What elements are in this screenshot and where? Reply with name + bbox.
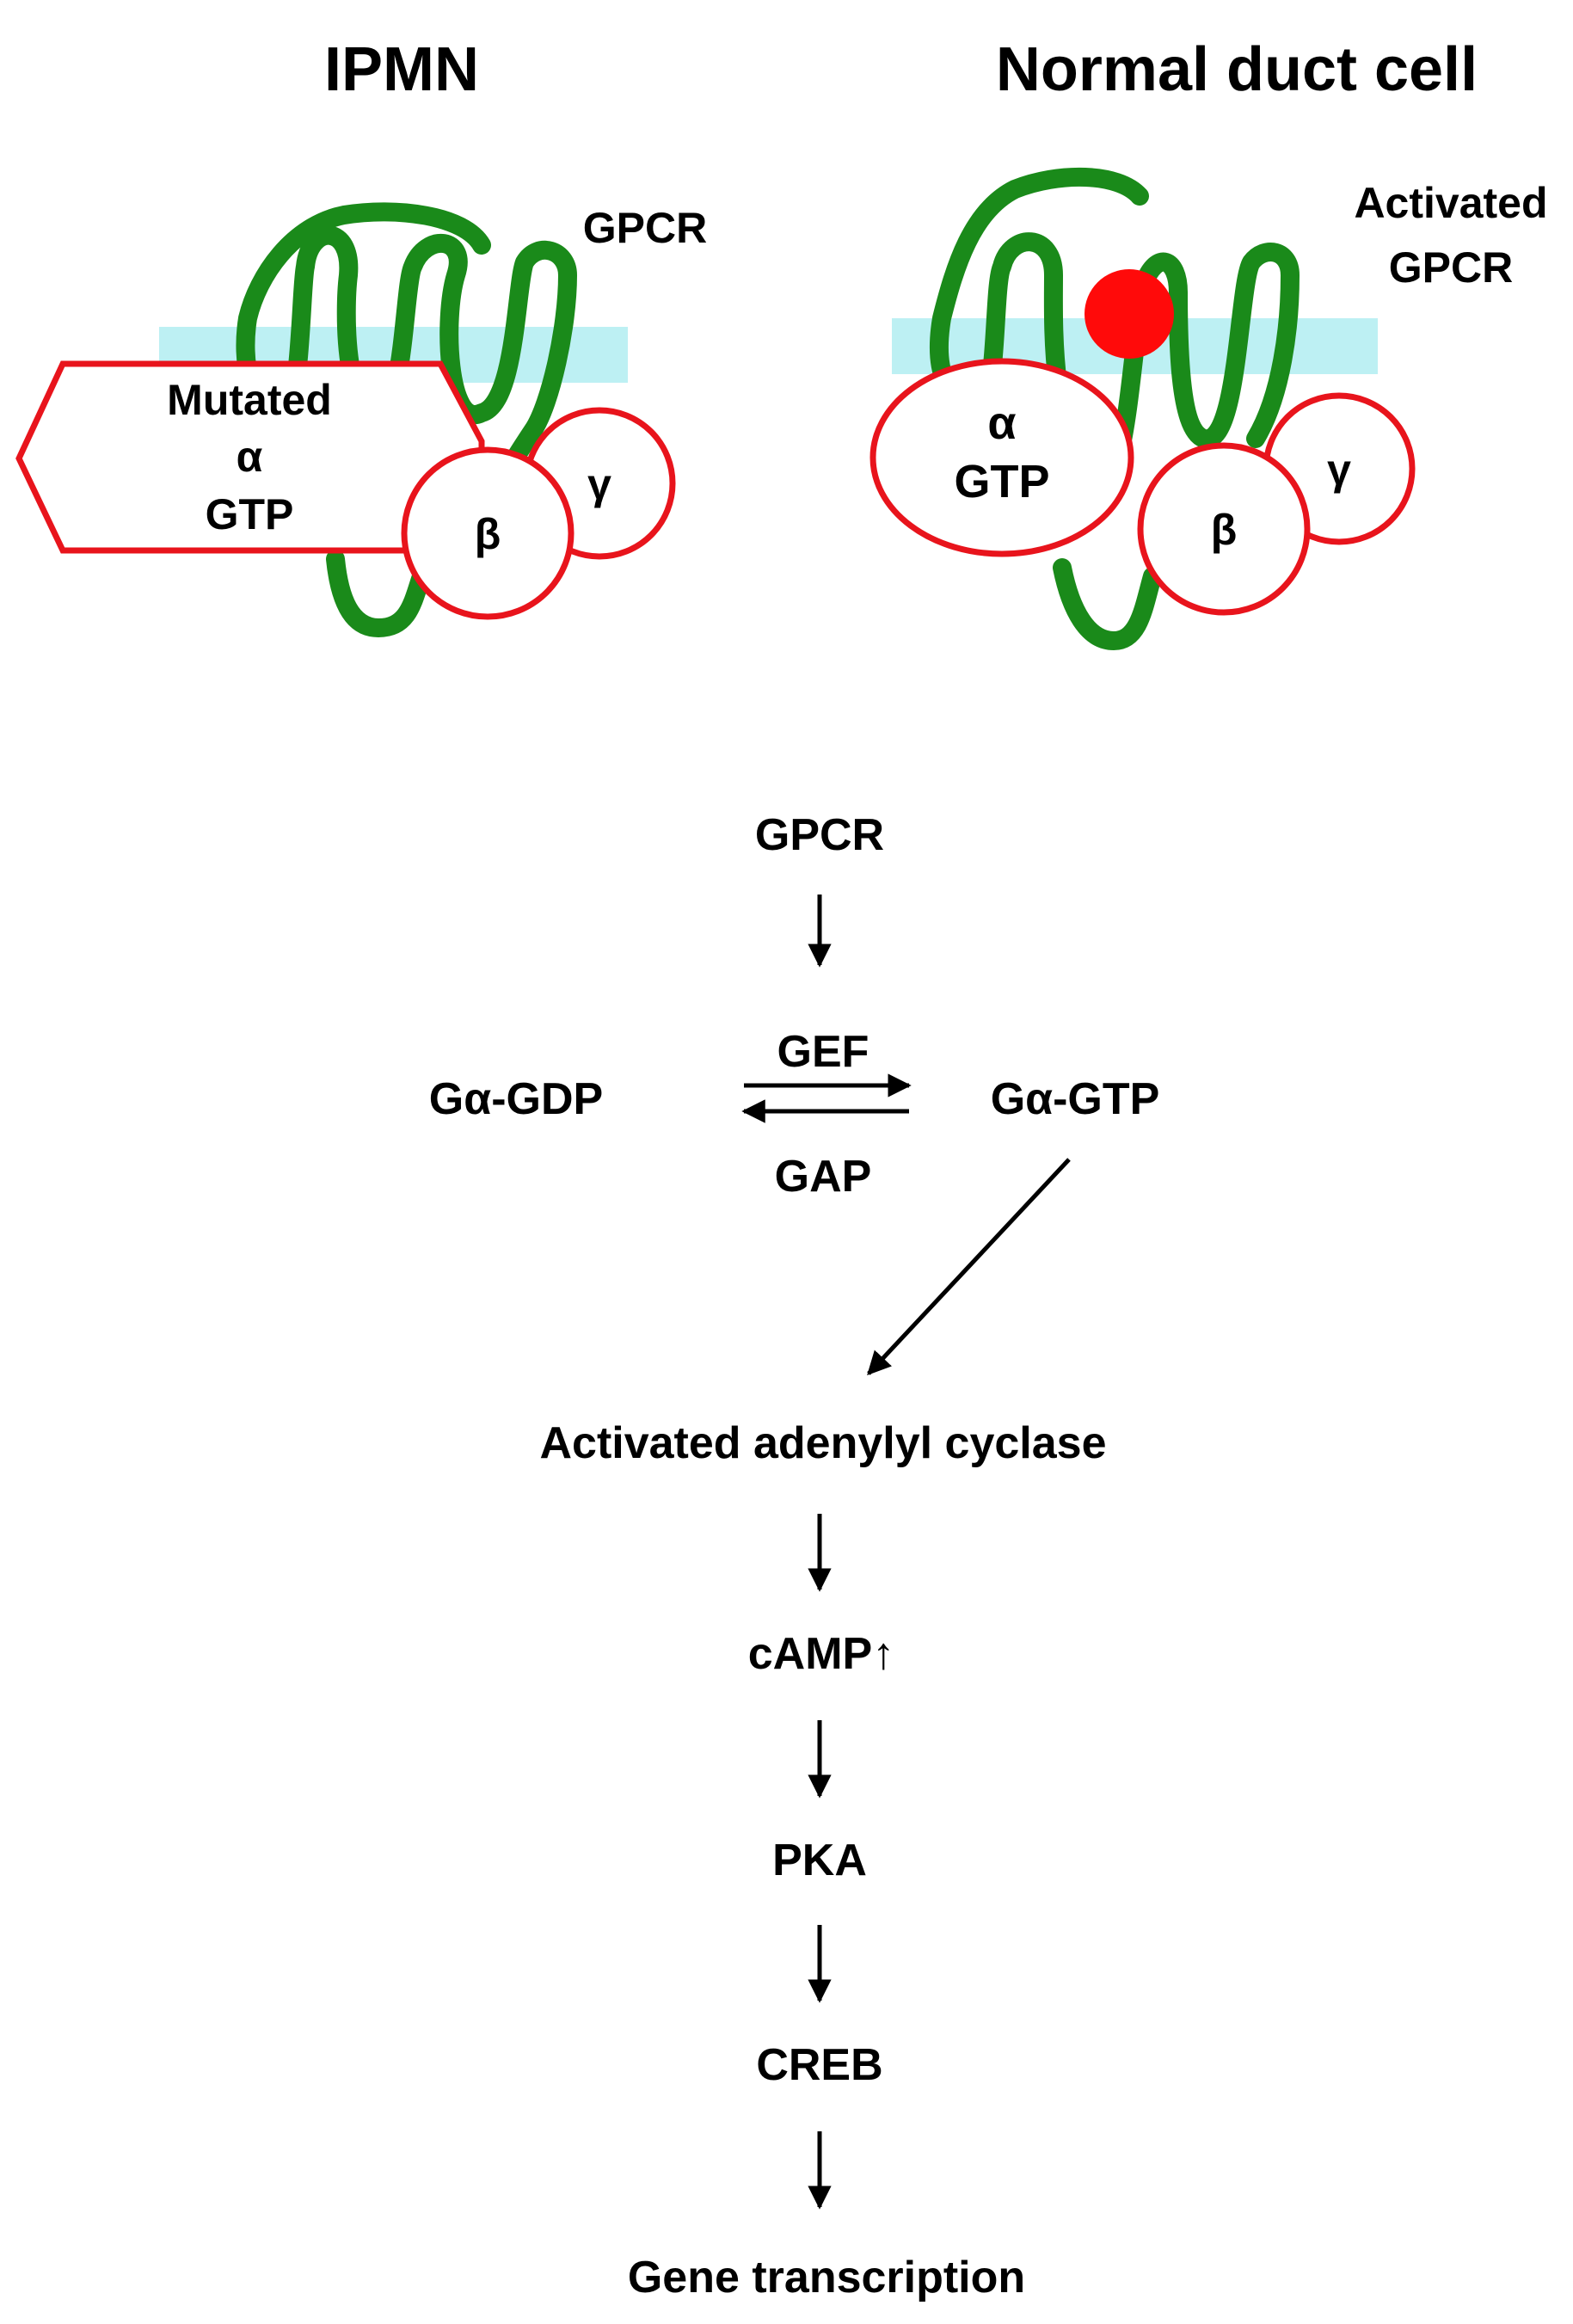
normal-gamma-label: γ <box>1327 446 1351 494</box>
pathway-gpcr: GPCR <box>755 810 884 860</box>
ipmn-gpcr-label: GPCR <box>583 204 707 252</box>
pathway-camp: cAMP↑ <box>748 1629 894 1679</box>
pathway-gene-transcription: Gene transcription <box>628 2253 1025 2302</box>
ipmn-beta-label: β <box>475 510 501 558</box>
ipmn-title: IPMN <box>324 35 479 104</box>
normal-beta-subunit <box>1137 442 1311 616</box>
ipmn-beta-subunit <box>401 446 575 620</box>
pathway-gap: GAP <box>775 1152 872 1202</box>
signaling-pathway: GPCR GEF GAP Gα-GDP Gα-GTP Activated ade… <box>429 810 1160 2302</box>
normal-gpcr-tail <box>1053 558 1162 650</box>
pathway-pka: PKA <box>772 1835 867 1885</box>
arrow-gtp-to-cyclase <box>867 1158 1071 1376</box>
normal-title: Normal duct cell <box>996 35 1478 104</box>
ipmn-alpha-label-1: Mutated <box>167 376 332 424</box>
normal-alpha-label-1: α <box>987 397 1016 449</box>
pathway-g-alpha-gtp: Gα-GTP <box>991 1074 1160 1124</box>
pathway-creb: CREB <box>756 2040 882 2090</box>
normal-alpha-subunit <box>869 358 1134 557</box>
pathway-gef: GEF <box>777 1027 869 1077</box>
normal-duct-cell-panel: Normal duct cell α GTP γ β Activated GPC… <box>869 35 1548 650</box>
ipmn-alpha-label-2: α <box>237 433 263 481</box>
normal-alpha-label-2: GTP <box>954 456 1049 507</box>
ipmn-gpcr-tail <box>326 550 431 637</box>
pathway-adenylyl-cyclase: Activated adenylyl cyclase <box>539 1418 1106 1468</box>
normal-gpcr-label-1: Activated <box>1354 179 1547 227</box>
normal-gpcr-label-2: GPCR <box>1389 243 1513 292</box>
pathway-g-alpha-gdp: Gα-GDP <box>429 1074 603 1124</box>
ipmn-alpha-label-3: GTP <box>206 490 294 538</box>
ipmn-mutated-alpha-subunit <box>15 360 485 554</box>
ipmn-panel: IPMN γ Mutated α GTP β GPCR <box>15 35 707 637</box>
normal-beta-label: β <box>1211 506 1238 554</box>
ligand <box>1085 269 1174 359</box>
ipmn-gamma-label: γ <box>587 460 611 508</box>
